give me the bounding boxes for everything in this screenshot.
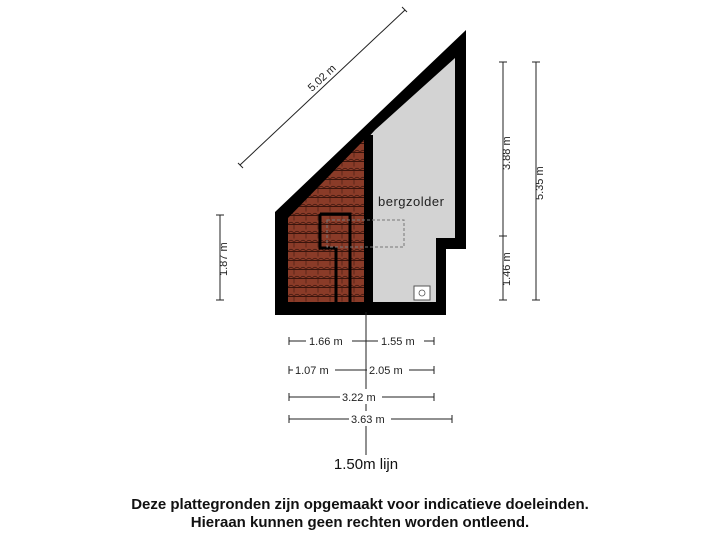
line-150-label: 1.50m lijn (334, 456, 398, 473)
dim-row1-left-label: 1.66 m (309, 336, 343, 348)
dim-right-upper-label: 3.88 m (501, 136, 513, 170)
dim-right-total-label: 5.35 m (534, 166, 546, 200)
dim-diagonal-label: 5.02 m (306, 62, 339, 94)
boiler-icon (413, 285, 431, 301)
room-label: bergzolder (378, 194, 445, 209)
dim-row3-label: 3.22 m (342, 392, 376, 404)
dim-row2-left-label: 1.07 m (295, 365, 329, 377)
interior-wall (364, 135, 373, 303)
disclaimer-line-2: Hieraan kunnen geen rechten worden ontle… (191, 514, 529, 531)
dim-row4-label: 3.63 m (351, 414, 385, 426)
roof-tiles-area (288, 140, 364, 302)
dim-right-upper (499, 61, 507, 301)
dim-right-lower-label: 1.46 m (501, 252, 513, 286)
disclaimer-line-1: Deze plattegronden zijn opgemaakt voor i… (131, 496, 589, 513)
floor-area (366, 58, 455, 302)
dim-row2-right-label: 2.05 m (369, 365, 403, 377)
chimney-outline (320, 212, 352, 302)
dim-left-height (216, 214, 224, 301)
roof-hatch (326, 219, 405, 248)
dim-left-height-label: 1.87 m (218, 242, 230, 276)
chimney-inner-outline (318, 214, 338, 302)
dim-right-total (532, 61, 540, 301)
dim-row1-right-label: 1.55 m (381, 336, 415, 348)
dim-diagonal (237, 6, 408, 169)
